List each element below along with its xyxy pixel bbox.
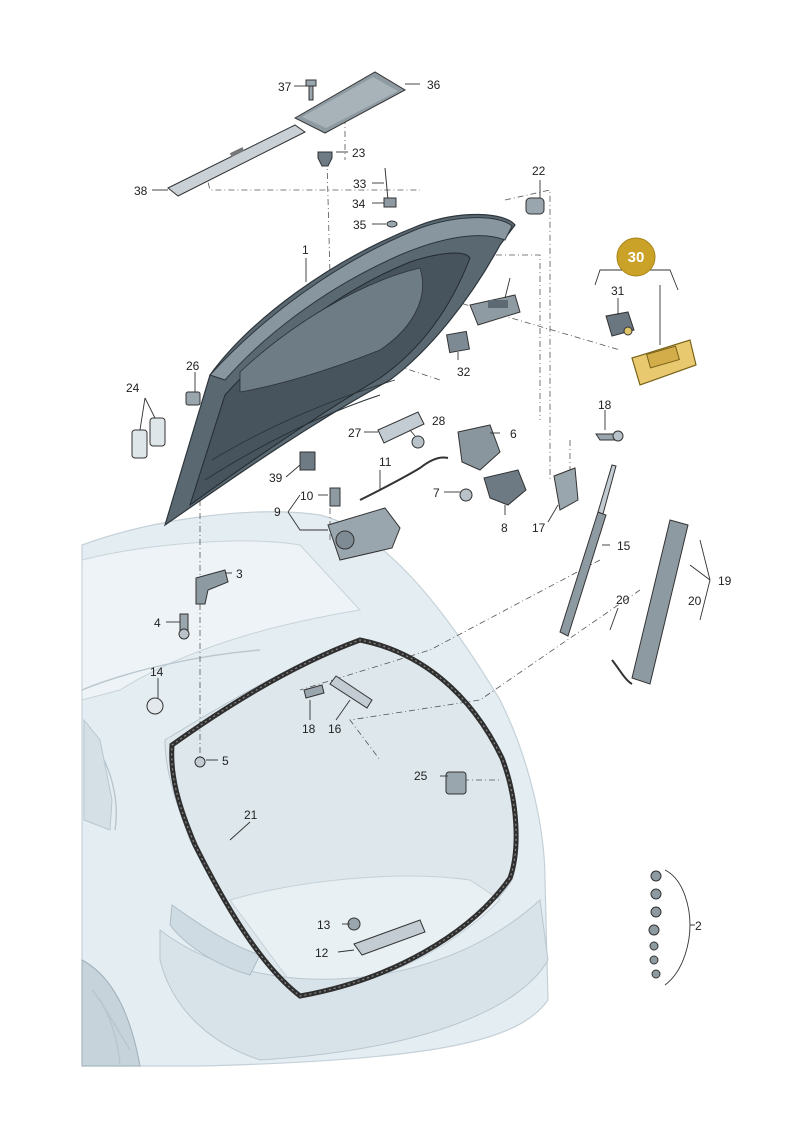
callout-6: 6	[510, 427, 517, 441]
tailgate-glass-area	[239, 267, 423, 393]
callout-4: 4	[154, 616, 161, 630]
callout-20-upper: 20	[616, 593, 630, 607]
callout-17: 17	[532, 521, 546, 535]
grommet-icon	[386, 220, 398, 228]
highlight-badge: 30	[616, 237, 656, 277]
striker-icon	[483, 469, 527, 506]
callout-32: 32	[457, 365, 471, 379]
hinge-icon	[195, 569, 229, 605]
callout-33: 33	[353, 177, 367, 191]
callout-24: 24	[126, 381, 140, 395]
callout-25: 25	[414, 769, 428, 783]
callout-31: 31	[611, 284, 625, 298]
sensor-icon	[299, 451, 316, 471]
callout-39: 39	[269, 471, 283, 485]
callout-7: 7	[433, 486, 440, 500]
callout-37: 37	[278, 80, 292, 94]
tailgate-handle	[469, 294, 521, 326]
callout-19: 19	[718, 574, 732, 588]
callout-3: 3	[236, 567, 243, 581]
latch-icon	[445, 771, 467, 795]
callout-20-lower: 20	[688, 594, 702, 608]
screw-icon	[305, 79, 317, 101]
tail-light	[169, 904, 261, 976]
callout-36: 36	[427, 78, 441, 92]
rear-wheel	[81, 959, 141, 1067]
strut-bracket	[553, 467, 579, 511]
nozzle-icon	[383, 197, 397, 208]
guide-bracket	[377, 411, 425, 444]
clip-icon	[317, 151, 333, 167]
trim-strip	[167, 124, 306, 197]
callout-30: 30	[628, 249, 645, 266]
callout-9: 9	[274, 505, 281, 519]
spindle-drive	[631, 519, 689, 685]
nut-icon	[411, 435, 425, 449]
tailgate-assembly	[163, 213, 516, 527]
callout-1: 1	[302, 243, 309, 257]
callout-23: 23	[352, 146, 366, 160]
vehicle-rear-body	[81, 511, 549, 1067]
callout-38: 38	[134, 184, 148, 198]
small-parts	[131, 71, 697, 979]
strap-icon	[329, 675, 373, 709]
callout-12: 12	[315, 946, 329, 960]
fastener-set	[648, 870, 662, 979]
callout-8: 8	[501, 521, 508, 535]
bumper-stop-icon	[185, 391, 201, 406]
lock-icon	[457, 424, 501, 471]
callout-35: 35	[353, 218, 367, 232]
lower-striker	[353, 919, 426, 956]
callout-11: 11	[379, 455, 392, 469]
callout-26: 26	[186, 359, 200, 373]
gas-strut	[559, 511, 607, 637]
callout-16: 16	[328, 722, 342, 736]
cap-icon	[525, 197, 545, 215]
callout-2: 2	[695, 919, 702, 933]
side-window	[83, 718, 113, 831]
buffer-icon	[146, 697, 164, 715]
switch-icon	[446, 330, 470, 354]
callout-labels: 37 36 38 23 33 34 35 22 1 31 32 26 24 18…	[126, 78, 732, 960]
callout-27: 27	[348, 426, 362, 440]
callout-18-upper: 18	[598, 398, 612, 412]
callout-15: 15	[617, 539, 631, 553]
callout-21: 21	[244, 808, 258, 822]
bracket-icon	[131, 429, 148, 459]
callout-18-lower: 18	[302, 722, 316, 736]
leader-lines	[139, 83, 711, 986]
callout-28: 28	[432, 414, 446, 428]
cable-icon	[359, 456, 449, 501]
callout-22: 22	[532, 164, 546, 178]
callout-10: 10	[300, 489, 314, 503]
callout-13: 13	[317, 918, 331, 932]
callout-14: 14	[150, 665, 164, 679]
callout-34: 34	[352, 197, 366, 211]
highlight-circle	[616, 237, 656, 277]
tailgate-upper-edge	[209, 217, 513, 381]
rear-bumper	[159, 898, 549, 1061]
callout-5: 5	[222, 754, 229, 768]
